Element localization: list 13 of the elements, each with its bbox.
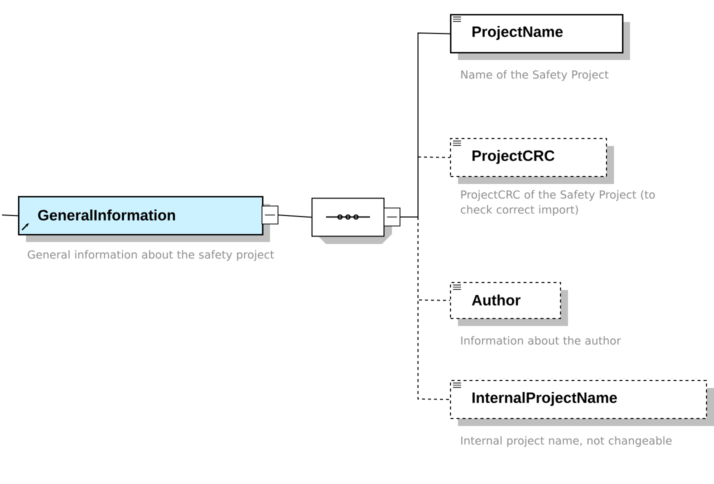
element-box: InternalProjectName bbox=[450, 380, 714, 426]
description-text: Name of the Safety Project bbox=[461, 70, 609, 81]
connector-line bbox=[278, 214, 312, 218]
connector-line bbox=[400, 216, 450, 400]
description-text: ProjectCRC of the Safety Project (to check correct import) bbox=[460, 190, 655, 216]
description-text: Internal project name, not changeable bbox=[461, 436, 672, 447]
element-box: GeneralInformation bbox=[18, 196, 270, 242]
element-box: ProjectName bbox=[450, 14, 630, 60]
description-text: Information about the author bbox=[461, 336, 621, 345]
description-text: General information about the safety project bbox=[28, 250, 274, 261]
connector-line bbox=[2, 214, 18, 216]
element-box: Author bbox=[450, 282, 568, 326]
element-box: ProjectCRC bbox=[450, 138, 614, 184]
